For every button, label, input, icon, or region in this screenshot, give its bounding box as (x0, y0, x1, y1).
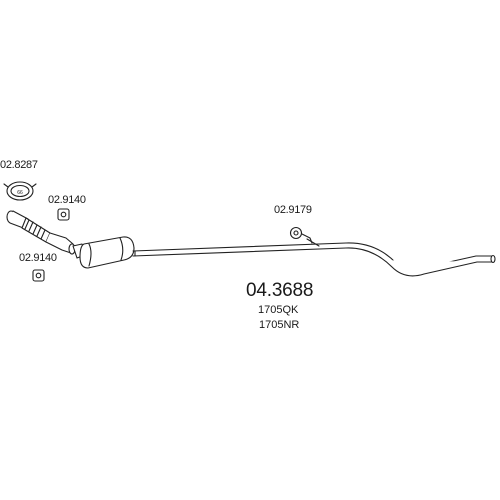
svg-text:66: 66 (17, 190, 23, 196)
part-label-clamp: 02.8287 (0, 159, 38, 171)
flexible-pipe-icon (6, 210, 76, 255)
part-label-hanger-rear: 02.9179 (274, 204, 312, 216)
oe-code-2: 1705NR (259, 319, 300, 331)
rubber-hanger-icon (57, 208, 70, 221)
exhaust-pipe-icon (132, 242, 496, 277)
rubber-hanger-icon (32, 269, 45, 282)
main-part-number: 04.3688 (246, 280, 314, 301)
silencer-icon (72, 236, 135, 269)
part-label-hanger-lower: 02.9140 (19, 252, 57, 264)
rubber-hanger-icon (289, 226, 320, 247)
oe-code-1: 1705QK (258, 304, 299, 316)
part-label-hanger-upper: 02.9140 (48, 194, 86, 206)
pipe-clamp-icon: 66 (3, 181, 37, 201)
